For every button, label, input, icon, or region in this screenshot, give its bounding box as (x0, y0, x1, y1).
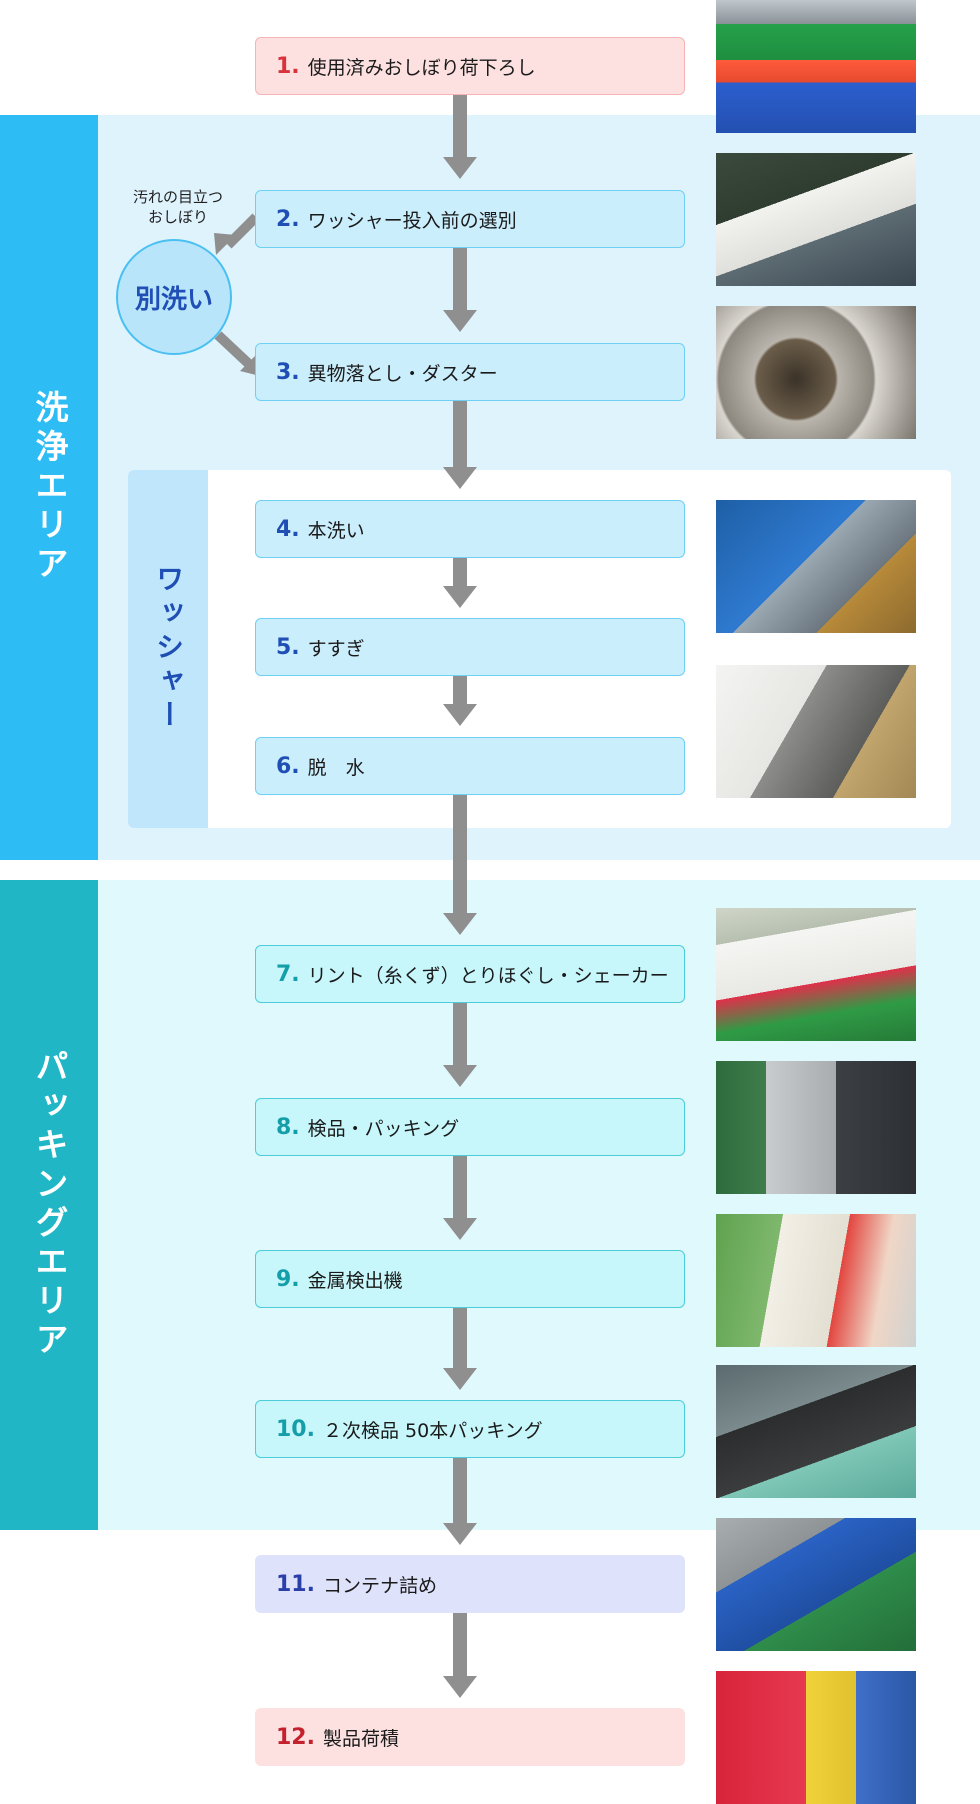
step-label: 脱 水 (307, 756, 365, 779)
container-photo (716, 1518, 916, 1651)
step-number: 9. (276, 1266, 300, 1292)
sorting-photo (716, 153, 916, 286)
separate-wash-bubble: 別洗い (116, 239, 232, 355)
step-label: すすぎ (307, 637, 365, 660)
step-number: 8. (276, 1114, 300, 1140)
step-number: 7. (276, 961, 300, 987)
step-8: 8. 検品・パッキング (255, 1098, 685, 1156)
step-label: 金属検出機 (307, 1269, 403, 1292)
step-9: 9. 金属検出機 (255, 1250, 685, 1308)
step-number: 6. (276, 753, 300, 779)
step-1: 1. 使用済みおしぼり荷下ろし (255, 37, 685, 95)
inspection-photo (716, 1061, 916, 1194)
step-label: 本洗い (307, 519, 365, 542)
wash-zone-label: 洗浄エリア (0, 115, 98, 860)
crates-photo (716, 0, 916, 133)
metal-detector-photo (716, 1214, 916, 1347)
step-label: 検品・パッキング (307, 1117, 460, 1140)
pack-zone-label: パッキングエリア (0, 880, 98, 1530)
step-7: 7. リント（糸くず）とりほぐし・シェーカー (255, 945, 685, 1003)
step-number: 10. (276, 1416, 315, 1442)
flow-arrow (443, 1003, 477, 1087)
step-number: 2. (276, 206, 300, 232)
step-label: 製品荷積 (322, 1727, 399, 1750)
step-number: 11. (276, 1571, 315, 1597)
step-12: 12. 製品荷積 (255, 1708, 685, 1766)
dehydrate-photo (716, 665, 916, 798)
flow-arrow (443, 95, 477, 179)
step-10: 10. ２次検品 50本パッキング (255, 1400, 685, 1458)
step-number: 4. (276, 516, 300, 542)
packing-conveyor-photo (716, 1365, 916, 1498)
duster-drum-photo (716, 306, 916, 439)
flow-arrow (443, 1458, 477, 1545)
washer-area-label: ワッシャー (152, 564, 185, 734)
step-label: 使用済みおしぼり荷下ろし (307, 56, 536, 79)
washer-machine-photo (716, 500, 916, 633)
lint-line-photo (716, 908, 916, 1041)
step-number: 3. (276, 359, 300, 385)
step-number: 5. (276, 634, 300, 660)
step-2: 2. ワッシャー投入前の選別 (255, 190, 685, 248)
step-5: 5. すすぎ (255, 618, 685, 676)
step-number: 12. (276, 1724, 315, 1750)
flow-arrow (443, 248, 477, 332)
flow-arrow (443, 1308, 477, 1390)
flow-arrow (443, 1156, 477, 1240)
flow-arrow (443, 676, 477, 726)
step-label: ワッシャー投入前の選別 (307, 209, 517, 232)
step-label: リント（糸くず）とりほぐし・シェーカー (307, 964, 669, 987)
flow-arrow (443, 1613, 477, 1698)
loading-crates-photo (716, 1671, 916, 1804)
step-4: 4. 本洗い (255, 500, 685, 558)
step-11: 11. コンテナ詰め (255, 1555, 685, 1613)
stained-oshibori-note: 汚れの目立つ おしぼり (132, 188, 223, 226)
step-label: コンテナ詰め (322, 1574, 437, 1597)
washer-area-strip (128, 470, 208, 828)
step-3: 3. 異物落とし・ダスター (255, 343, 685, 401)
flow-arrow (443, 558, 477, 608)
step-label: ２次検品 50本パッキング (322, 1419, 543, 1442)
flow-arrow (443, 795, 477, 935)
step-6: 6. 脱 水 (255, 737, 685, 795)
flow-arrow (443, 401, 477, 489)
step-number: 1. (276, 53, 300, 79)
step-label: 異物落とし・ダスター (307, 362, 498, 385)
